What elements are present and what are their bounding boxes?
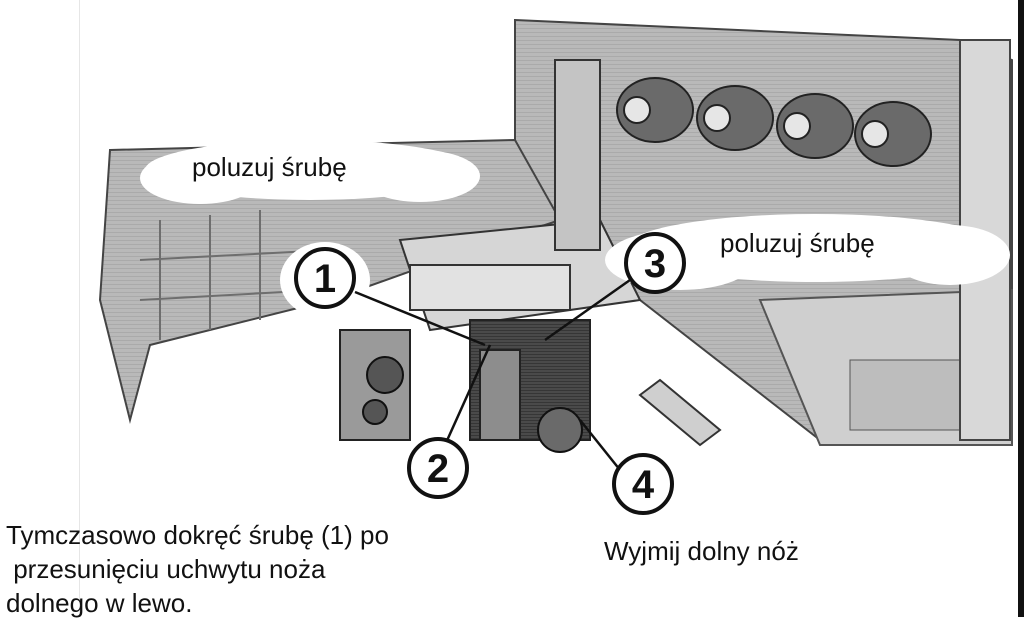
callout-2-number: 2: [427, 447, 449, 491]
screw-head-left: [367, 357, 403, 393]
knob-bottom: [538, 408, 582, 452]
needle-bar: [555, 60, 600, 250]
label-loosen-screw-1: poluzuj śrubę: [192, 152, 347, 183]
leader-line-4: [580, 420, 620, 470]
callout-3-number: 3: [644, 242, 666, 286]
label-remove-lower-knife: Wyjmij dolny nóż: [604, 536, 799, 567]
callout-4-number: 4: [632, 463, 655, 507]
callout-1-number: 1: [314, 257, 336, 301]
page-edge: [1018, 0, 1024, 617]
label-temporary-tighten: Tymczasowo dokręć śrubę (1) po przesunię…: [6, 518, 389, 620]
lower-knife: [480, 350, 520, 440]
looper-arm: [640, 380, 720, 445]
presser-foot: [410, 265, 570, 310]
screw-head-lower: [363, 400, 387, 424]
label-loosen-screw-3: poluzuj śrubę: [720, 228, 875, 259]
